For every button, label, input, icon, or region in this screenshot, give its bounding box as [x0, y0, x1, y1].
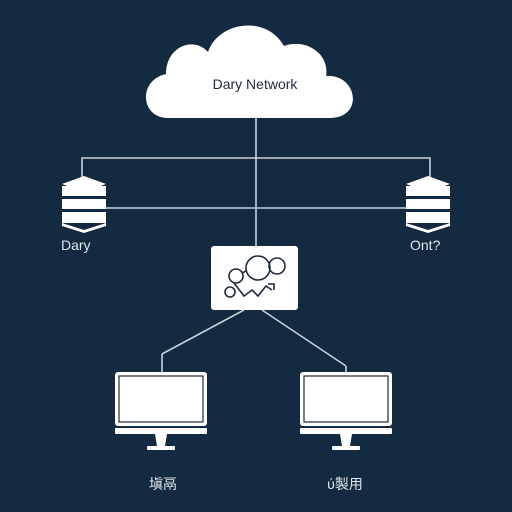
left-client-label: 塡鬲 — [149, 476, 177, 492]
right-server-label: Ont? — [410, 237, 441, 253]
left-server-label: Dary — [61, 237, 91, 253]
cloud-icon — [145, 25, 353, 119]
left-monitor-icon — [115, 372, 207, 450]
hub-to-left-client-line — [161, 309, 245, 355]
cloud-to-right-server-line — [256, 157, 431, 182]
network-hub-icon — [224, 255, 286, 298]
hub-node — [211, 246, 298, 310]
cloud-to-left-server-line — [81, 157, 256, 182]
connector-lines — [81, 118, 431, 372]
left-server-icon — [62, 176, 106, 233]
cloud-label: Dary Network — [212, 76, 298, 92]
right-client-label: ύ製用 — [327, 476, 363, 492]
right-server-icon — [406, 176, 450, 233]
right-monitor-icon — [300, 372, 392, 450]
hub-to-right-client-line — [261, 309, 347, 367]
